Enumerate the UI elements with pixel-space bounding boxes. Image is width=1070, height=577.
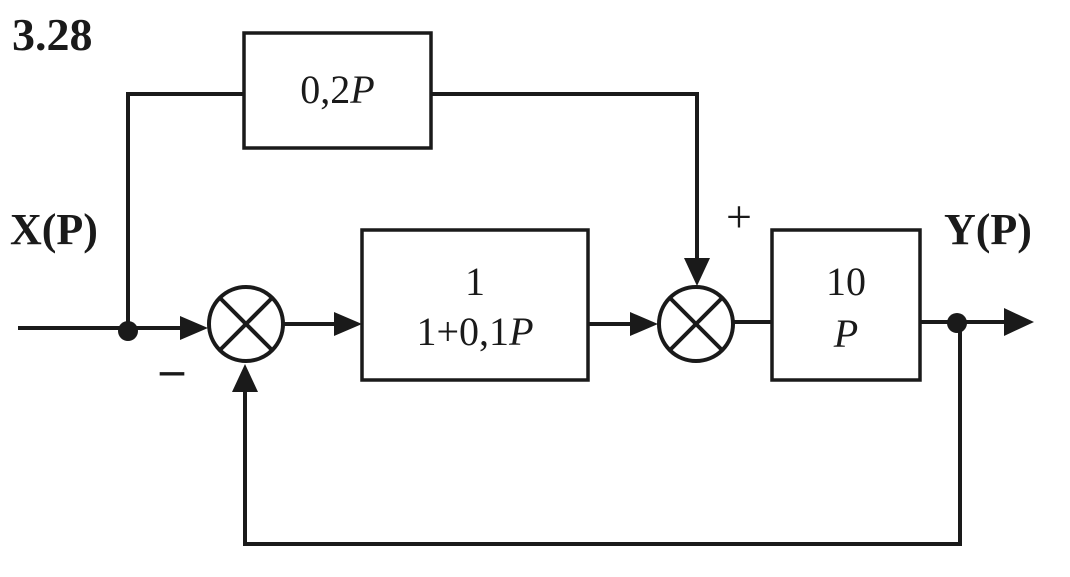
first-order-block — [360, 228, 590, 382]
feedback-wire — [243, 323, 962, 546]
integrator-denominator: P — [833, 311, 859, 356]
arrowhead-into-sum1-bottom — [232, 364, 258, 392]
arrowhead-into-sum2 — [630, 312, 658, 336]
plus-sign: + — [726, 191, 752, 242]
feedforward-transfer-function: 0,2P — [244, 70, 431, 110]
feedforward-block — [242, 31, 433, 150]
feedforward-wire-top-left — [126, 92, 244, 332]
feedforward-coefficient: 0,2 — [300, 67, 351, 112]
summing-junction-1 — [207, 285, 285, 363]
first-order-denominator-coefficient: 1+0,1 — [416, 309, 510, 354]
feedforward-wire-top-right — [431, 92, 699, 262]
output-label: Y(P) — [944, 205, 1032, 254]
arrowhead-into-sum1 — [180, 316, 208, 340]
arrowhead-into-sum2-top — [684, 258, 710, 286]
integrator-block — [770, 228, 922, 382]
first-order-numerator: 1 — [465, 259, 485, 304]
output-arrowhead — [1004, 308, 1034, 336]
input-label: X(P) — [10, 205, 98, 254]
first-order-denominator: 1+0,1P — [362, 312, 588, 352]
input-branch-point — [118, 321, 138, 341]
minus-sign: – — [160, 343, 184, 396]
arrowhead-into-first-order-block — [334, 312, 362, 336]
summing-junction-2 — [657, 285, 735, 363]
problem-number: 3.28 — [12, 9, 93, 60]
output-branch-point — [947, 313, 967, 333]
first-order-denominator-variable: P — [509, 309, 534, 354]
feedforward-variable: P — [350, 67, 375, 112]
integrator-numerator: 10 — [826, 259, 866, 304]
